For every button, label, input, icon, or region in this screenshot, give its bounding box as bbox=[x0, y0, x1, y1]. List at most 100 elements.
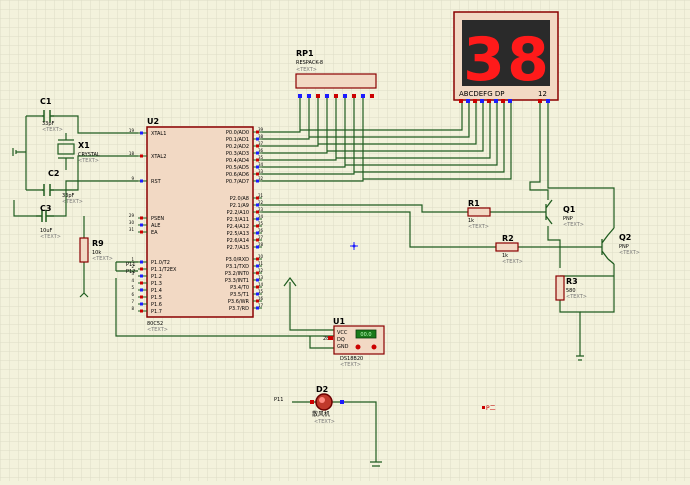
u2-left-pin-number: 18 bbox=[129, 151, 135, 156]
u1-text: <TEXT> bbox=[340, 362, 361, 368]
net-label-p12: P12 bbox=[126, 269, 135, 275]
u2-right-pin-marker bbox=[256, 210, 259, 214]
rp1-pin-marker bbox=[343, 94, 347, 98]
u2-right-pin-label: P0.1/AD1 bbox=[226, 137, 249, 143]
u1-lcd bbox=[355, 329, 377, 339]
u2-right-pin-marker bbox=[256, 231, 259, 235]
u2-right-pin-label: P2.3/A11 bbox=[227, 217, 249, 223]
u2-left-pin-number: 2 bbox=[131, 264, 134, 269]
u2-right-pin-marker bbox=[256, 151, 259, 155]
u2-right-pin-label: P3.4/T0 bbox=[230, 285, 249, 291]
u2-right-pin-marker bbox=[256, 285, 259, 289]
led-d2[interactable]: D2 散风机 <TEXT> P11 bbox=[274, 385, 344, 425]
u2-right-pin-number: 32 bbox=[258, 176, 264, 181]
q2-value: PNP bbox=[619, 244, 629, 250]
u2-right-pin-label: P3.7/RD bbox=[229, 306, 249, 312]
u2-right-pin-marker bbox=[256, 224, 259, 228]
u2-left-pin-marker bbox=[140, 131, 143, 135]
u2-left-pin-label: P1.2 bbox=[151, 274, 162, 280]
u2-right-pin-marker bbox=[256, 306, 259, 310]
u2-right-pin-number: 37 bbox=[258, 141, 264, 146]
u2-right-pin-number: 24 bbox=[258, 214, 264, 219]
u2-right-pin-label: P3.6/WR bbox=[228, 299, 250, 305]
resistor-r9[interactable]: R9 10k <TEXT> bbox=[79, 237, 113, 263]
r3-text: <TEXT> bbox=[566, 294, 587, 300]
u2-right-pin-number: 23 bbox=[258, 207, 264, 212]
u2-right-pin-number: 28 bbox=[258, 242, 264, 247]
u2-left-pin-marker bbox=[140, 230, 143, 234]
transistor-q1[interactable]: Q1 PNP <TEXT> bbox=[540, 199, 584, 228]
c1-text: <TEXT> bbox=[42, 127, 63, 133]
rp1-pin-marker bbox=[352, 94, 356, 98]
crystal-x1[interactable]: X1 CRYSTAL <TEXT> bbox=[57, 139, 100, 164]
r3-ref: R3 bbox=[566, 277, 578, 286]
display-pin-marker bbox=[494, 99, 498, 103]
u2-right-pin-label: P0.5/AD5 bbox=[226, 165, 249, 171]
u2-right-pin-marker bbox=[256, 299, 259, 303]
u2-right-pin-number: 16 bbox=[258, 296, 264, 301]
u2-left-pin-label: EA bbox=[151, 230, 158, 236]
u1-button-down[interactable] bbox=[355, 344, 361, 350]
rp1-pin-marker bbox=[316, 94, 320, 98]
u2-left-pin-number: 30 bbox=[129, 220, 135, 225]
u2-right-pin-number: 12 bbox=[258, 268, 264, 273]
u1-pin-dq: DQ bbox=[337, 337, 345, 343]
q2-ref: Q2 bbox=[619, 233, 631, 242]
misc-mark: P二 bbox=[486, 405, 496, 412]
u2-right-pin-number: 26 bbox=[258, 228, 264, 233]
u2-right-pin-marker bbox=[256, 238, 259, 242]
u2-right-pin-marker bbox=[256, 264, 259, 268]
r2-text: <TEXT> bbox=[502, 259, 523, 265]
u2-left-pin-label: XTAL1 bbox=[151, 131, 166, 137]
rp1-pins bbox=[298, 94, 374, 98]
u2-left-pin-marker bbox=[140, 281, 143, 285]
resistor-r1[interactable]: R1 1k <TEXT> bbox=[467, 199, 491, 230]
c3-text: <TEXT> bbox=[40, 234, 61, 240]
u2-right-pin-marker bbox=[256, 144, 259, 148]
u2-right-pin-number: 25 bbox=[258, 221, 264, 226]
origin-dot bbox=[352, 244, 356, 248]
rp1-ref: RP1 bbox=[296, 49, 314, 58]
marker-square bbox=[482, 406, 485, 409]
u2-left-pin-marker bbox=[140, 267, 143, 271]
u2-right-pin-label: P3.5/T1 bbox=[230, 292, 249, 298]
seven-segment-display[interactable]: 3 8 ABCDEFG DP 12 bbox=[453, 11, 559, 103]
mcu-u2[interactable]: U2 80C52 <TEXT> XTAL119XTAL218RST9PSEN29… bbox=[129, 117, 264, 333]
capacitor-c3[interactable]: C3 10uF <TEXT> bbox=[36, 204, 61, 240]
u2-right-pin-marker bbox=[256, 196, 259, 200]
u2-right-pin-number: 22 bbox=[258, 200, 264, 205]
transistor-q2[interactable]: Q2 PNP <TEXT> bbox=[596, 227, 640, 265]
u2-right-pin-number: 39 bbox=[258, 127, 264, 132]
u1-pin-vcc: VCC bbox=[337, 330, 348, 336]
u2-right-pin-number: 21 bbox=[258, 193, 264, 198]
u2-left-pin-label: ALE bbox=[151, 223, 160, 229]
q1-ref: Q1 bbox=[563, 205, 576, 214]
capacitor-c1[interactable]: C1 33pF <TEXT> bbox=[40, 97, 63, 133]
resistor-pack-rp1[interactable]: RP1 RESPACK-8 <TEXT> bbox=[295, 49, 377, 98]
rp1-pin-marker bbox=[334, 94, 338, 98]
u2-right-pin-number: 11 bbox=[258, 261, 264, 266]
u1-part: DS18B20 bbox=[340, 356, 363, 362]
display-pin-labels: ABCDEFG DP bbox=[459, 90, 504, 98]
capacitor-c2[interactable]: C2 33pF <TEXT> bbox=[42, 169, 83, 205]
wires bbox=[12, 98, 615, 467]
u1-button-up[interactable] bbox=[371, 344, 377, 350]
u2-right-pins: P0.0/AD039P0.1/AD138P0.2/AD237P0.3/AD336… bbox=[225, 127, 264, 312]
resistor-r3[interactable]: R3 580 <TEXT> bbox=[555, 275, 587, 301]
u2-left-pin-marker bbox=[140, 179, 143, 183]
sensor-u1[interactable]: 00.0 VCC DQ GND 28 U1 DS18B20 <TEXT> bbox=[323, 317, 385, 368]
u2-right-pin-number: 17 bbox=[258, 303, 264, 308]
u2-left-pin-number: 7 bbox=[131, 299, 134, 304]
u2-right-pin-label: P0.4/AD4 bbox=[226, 158, 249, 164]
d2-text: <TEXT> bbox=[314, 419, 335, 425]
u2-right-pin-number: 35 bbox=[258, 155, 264, 160]
display-common-label: 12 bbox=[538, 90, 547, 98]
u2-left-pin-marker bbox=[140, 260, 143, 264]
u2-right-pin-marker bbox=[256, 217, 259, 221]
u2-right-pin-marker bbox=[256, 271, 259, 275]
u2-left-pin-number: 29 bbox=[129, 213, 135, 218]
resistor-r2[interactable]: R2 1k <TEXT> bbox=[495, 234, 523, 265]
u2-right-pin-label: P2.4/A12 bbox=[227, 224, 249, 230]
